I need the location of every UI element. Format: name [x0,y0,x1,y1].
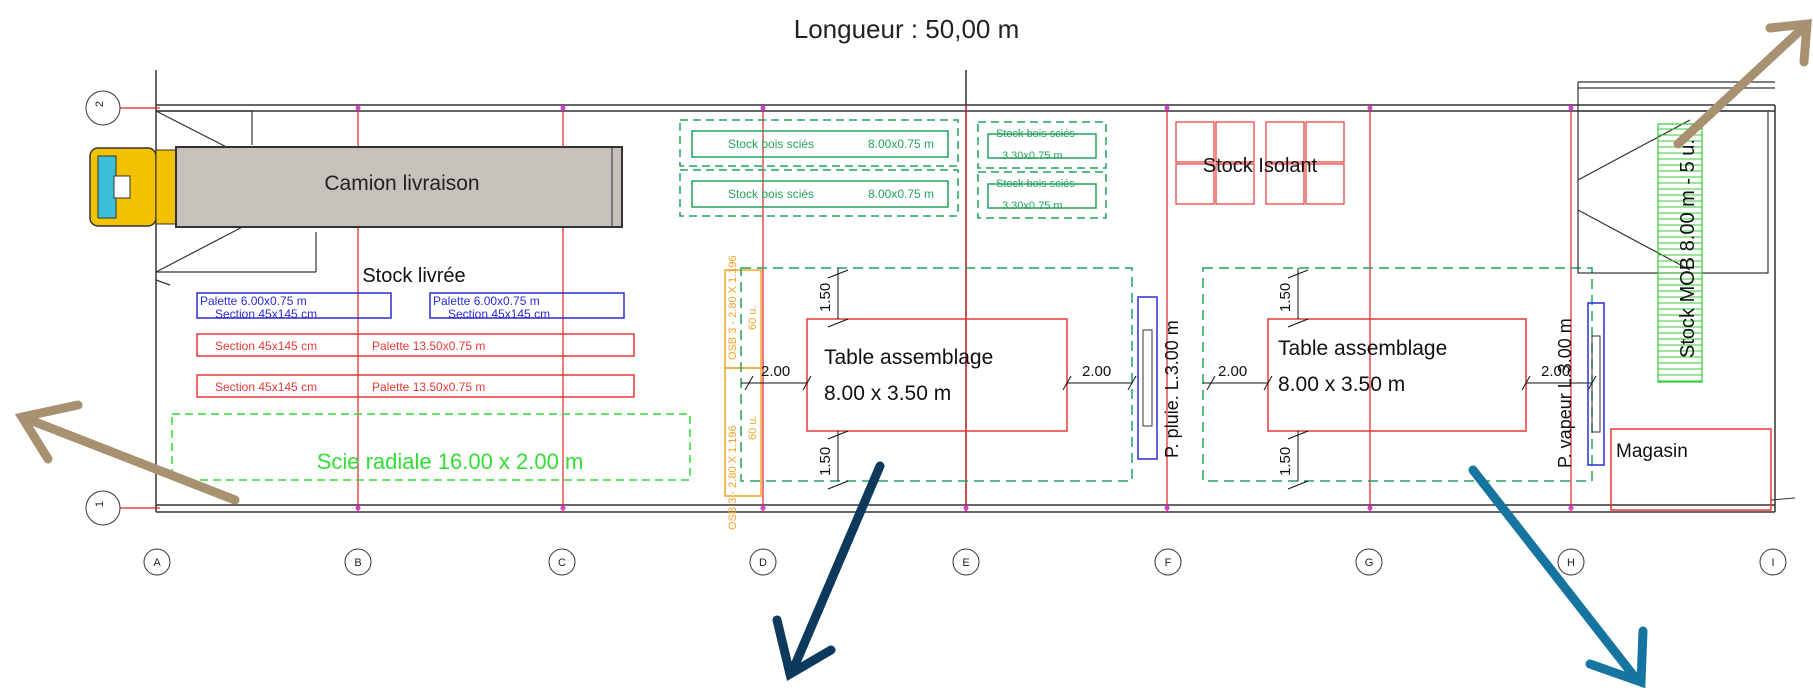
grid-bubble-1: 1 [85,490,121,526]
svg-text:60 u.: 60 u. [747,416,759,440]
grid-markers [355,105,1574,511]
svg-text:C: C [558,557,566,569]
scie-radiale: Scie radiale 16.00 x 2.00 m [171,413,691,481]
svg-text:Section 45x145 cm: Section 45x145 cm [215,380,317,394]
svg-text:Palette 13.50x0.75 m: Palette 13.50x0.75 m [372,380,485,394]
arrow-topright-icon [1673,18,1812,149]
svg-text:OSB 3 - 2.80 X 1.196: OSB 3 - 2.80 X 1.196 [727,255,739,360]
stock-mob: Stock MOB 8.00 m - 5 u. [1577,81,1775,383]
svg-text:Stock bois sciés: Stock bois sciés [728,187,814,201]
svg-text:8.00x0.75 m: 8.00x0.75 m [868,137,934,151]
svg-text:Section 45x145 cm: Section 45x145 cm [215,307,317,321]
svg-text:F: F [1165,557,1172,569]
svg-text:Section 45x145 cm: Section 45x145 cm [448,307,550,321]
magasin: Magasin [1610,428,1796,511]
svg-text:3.30x0.75 m: 3.30x0.75 m [1002,200,1063,212]
pare-vapeur: P. vapeur L.3.00 m [1555,302,1605,468]
svg-text:Palette 6.00x0.75 m: Palette 6.00x0.75 m [433,294,540,308]
pare-pluie: P. pluie. L.3.00 m [1137,296,1182,460]
svg-text:Stock bois sciés: Stock bois sciés [996,128,1075,140]
arrow-down-blue-icon [1468,465,1648,688]
svg-text:Stock Isolant: Stock Isolant [1203,155,1318,177]
osb-stacks: OSB 3 - 2.80 X 1.196 60 u. OSB 3 - 2.80 … [724,255,762,530]
svg-text:Magasin: Magasin [1616,441,1688,462]
stock-isolant: Stock Isolant [1175,121,1345,205]
blue-pallets: Palette 6.00x0.75 m Section 45x145 cm Pa… [196,292,625,321]
grid-bubble-G: G [1355,548,1383,576]
svg-text:Scie radiale 16.00 x 2.00 m: Scie radiale 16.00 x 2.00 m [317,449,584,474]
svg-text:E: E [962,557,969,569]
arrow-down-navy-icon [772,461,885,681]
dim-t2-left: 2.00 [1218,363,1247,380]
stock-bois-scies: Stock bois sciés 8.00x0.75 m Stock bois … [679,119,1107,219]
grid-bubble-A: A [143,548,171,576]
arrow-left-icon [14,400,240,505]
svg-text:Palette 6.00x0.75 m: Palette 6.00x0.75 m [200,294,307,308]
svg-text:Stock bois sciés: Stock bois sciés [996,178,1075,190]
stock-livree-label: Stock livrée [362,265,465,287]
svg-text:8.00 x 3.50 m: 8.00 x 3.50 m [824,382,951,405]
grid-bubble-F: F [1154,548,1182,576]
svg-text:Stock MOB 8.00 m - 5 u.: Stock MOB 8.00 m - 5 u. [1677,139,1699,358]
svg-text:P. vapeur L.3.00 m: P. vapeur L.3.00 m [1555,318,1575,468]
plan-title: Longueur : 50,00 m [793,14,1020,44]
svg-text:8.00x0.75 m: 8.00x0.75 m [868,187,934,201]
grid-bubble-2: 2 [85,90,121,126]
svg-text:1: 1 [94,501,106,507]
svg-text:3.30x0.75 m: 3.30x0.75 m [1002,150,1063,162]
grid-bubble-B: B [344,548,372,576]
truck-trailer [175,146,623,228]
svg-text:60 u.: 60 u. [747,306,759,330]
svg-text:D: D [759,557,767,569]
svg-text:Table assemblage: Table assemblage [824,346,993,369]
svg-text:I: I [1771,557,1774,569]
delivery-truck: Camion livraison [89,146,623,228]
svg-text:OSB 3 - 2.80 X 1.196: OSB 3 - 2.80 X 1.196 [727,425,739,530]
assembly-table-1: Table assemblage 8.00 x 3.50 m 1.50 1.50… [740,267,1137,490]
svg-text:2: 2 [94,101,106,107]
svg-text:P. pluie. L.3.00 m: P. pluie. L.3.00 m [1162,320,1182,458]
svg-text:Palette 13.50x0.75 m: Palette 13.50x0.75 m [372,339,485,353]
dim-t2-top: 1.50 [1277,283,1294,312]
grid-bubbles: A B C D E F G H I 2 1 [85,90,1787,576]
dim-t1-right: 2.00 [1082,363,1111,380]
svg-text:G: G [1365,557,1374,569]
dim-t1-bottom: 1.50 [817,447,834,476]
dim-t2-right: 2.00 [1541,363,1570,380]
red-pallets: Section 45x145 cm Palette 13.50x0.75 m S… [196,333,635,398]
grid-bubble-I: I [1759,548,1787,576]
truck-label: Camion livraison [324,172,479,195]
dim-t1-top: 1.50 [817,283,834,312]
svg-text:H: H [1567,557,1575,569]
svg-text:B: B [354,557,361,569]
assembly-table-2: Table assemblage 8.00 x 3.50 m 1.50 1.50… [1202,267,1597,490]
grid-bubble-C: C [548,548,576,576]
svg-text:A: A [153,557,161,569]
svg-text:8.00 x 3.50 m: 8.00 x 3.50 m [1278,373,1405,396]
dim-t2-bottom: 1.50 [1277,447,1294,476]
svg-text:Stock bois sciés: Stock bois sciés [728,137,814,151]
loading-door [155,110,317,286]
svg-text:Section 45x145 cm: Section 45x145 cm [215,339,317,353]
svg-text:Table assemblage: Table assemblage [1278,337,1447,360]
dim-t1-left: 2.00 [761,363,790,380]
grid-bubble-E: E [952,548,980,576]
grid-bubble-D: D [749,548,777,576]
grid-bubble-H: H [1557,548,1585,576]
